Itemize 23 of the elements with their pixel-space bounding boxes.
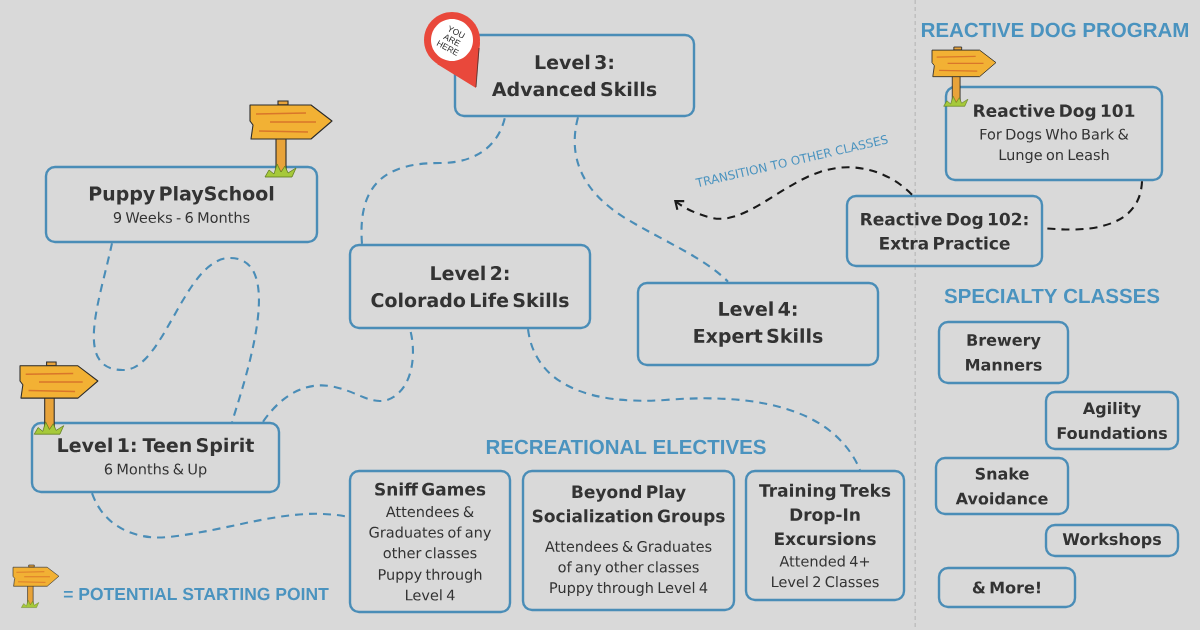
class-box: Level 2: Colorado Life Skills: [348, 243, 592, 330]
class-box: Training Treks Drop-In Excursions Attended 4+ Level 2 Classes: [744, 469, 906, 602]
class-box: Reactive Dog 101 For Dogs Who Bark & Lunge on Leash: [944, 85, 1164, 182]
class-box: Puppy PlaySchool 9 Weeks - 6 Months: [44, 165, 319, 244]
connector-line: [360, 116, 507, 244]
legend-label: = POTENTIAL STARTING POINT: [63, 587, 329, 601]
class-box: Agility Foundations: [1044, 390, 1180, 451]
connector-line: [573, 117, 729, 283]
class-box: Sniff Games Attendees & Graduates of any other classes Puppy through Level 4: [348, 469, 512, 614]
class-box: Snake Avoidance: [934, 456, 1070, 516]
section-heading: REACTIVE DOG PROGRAM: [922, 22, 1188, 38]
section-heading: SPECIALTY CLASSES: [944, 288, 1160, 304]
section-heading: RECREATIONAL ELECTIVES: [486, 439, 766, 455]
class-box: & More!: [937, 566, 1077, 609]
class-box: Workshops: [1044, 523, 1180, 558]
connector-line: [527, 329, 861, 471]
class-box: Reactive Dog 102: Extra Practice: [845, 194, 1044, 268]
class-box: Level 1: Teen Spirit 6 Months & Up: [30, 421, 281, 494]
connector-arrow: [674, 166, 913, 220]
connector-line: [92, 242, 260, 423]
class-box: Brewery Manners: [937, 320, 1070, 385]
class-box: Level 4: Expert Skills: [636, 281, 880, 367]
class-box: Beyond Play Socialization Groups Attendees & Graduates of any other classes Puppy through Level 4: [521, 469, 736, 612]
